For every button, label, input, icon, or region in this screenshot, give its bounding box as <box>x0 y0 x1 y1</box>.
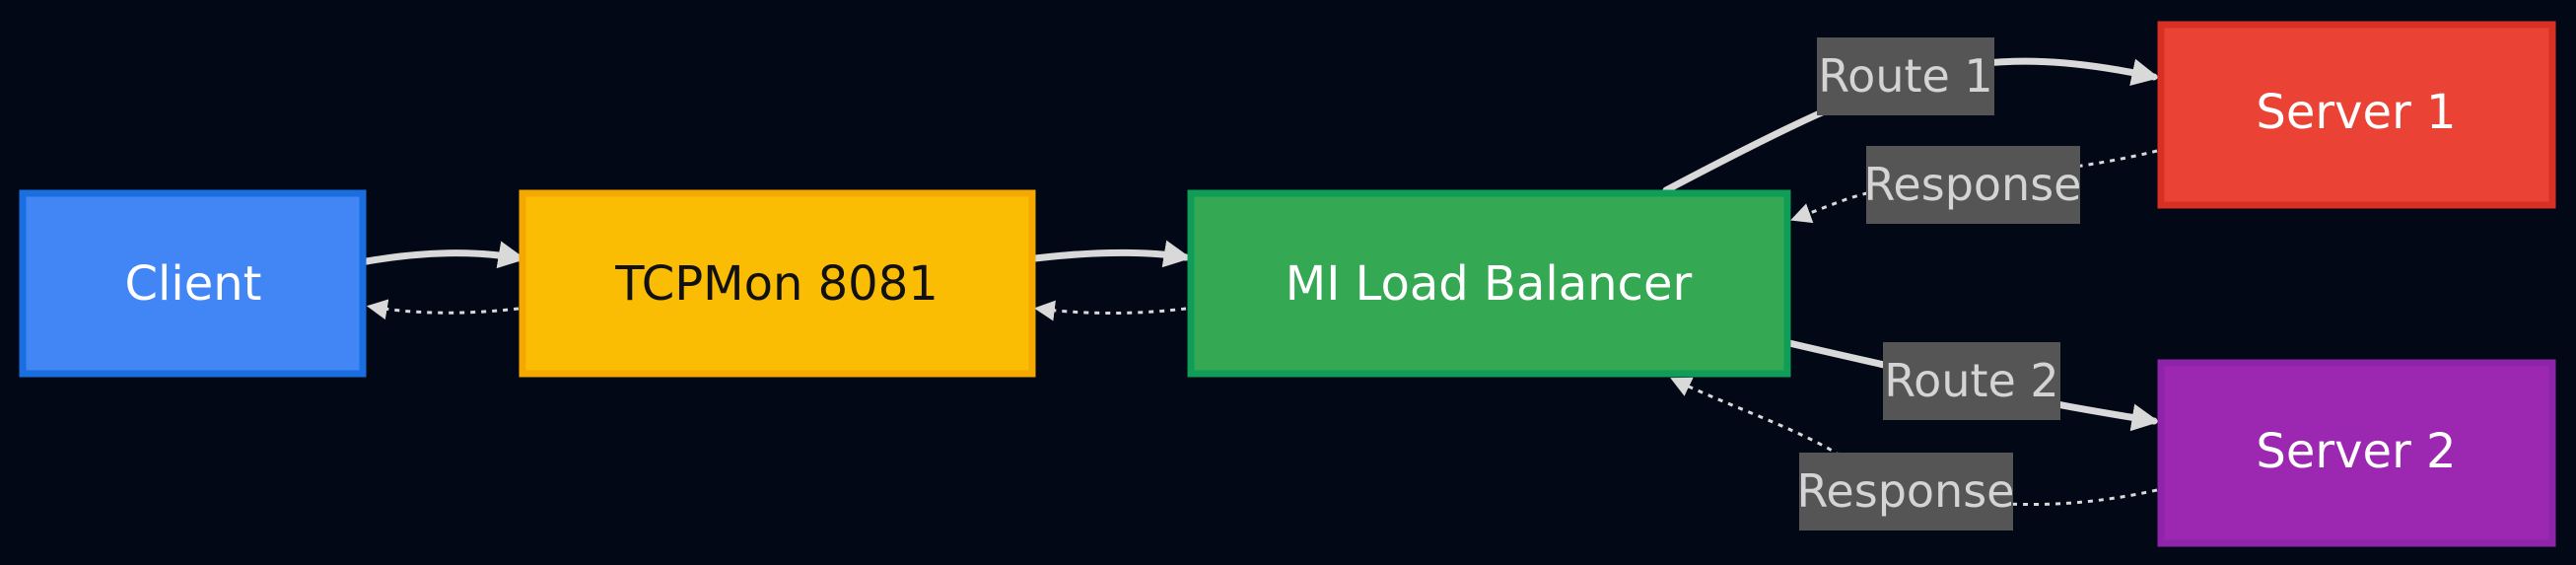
edge-label-response1-text: Response <box>1864 158 2082 211</box>
edge-label-route2-text: Route 2 <box>1884 354 2058 407</box>
node-server1[interactable]: Server 1 <box>2157 21 2556 209</box>
node-client-label: Client <box>125 256 262 312</box>
edge-label-route1: Route 1 <box>1817 37 1994 115</box>
edge-label-response1: Response <box>1864 146 2082 224</box>
edge-lb-to-tcpmon <box>1033 300 1187 321</box>
node-lb-label: MI Load Balancer <box>1286 256 1693 312</box>
edge-client-to-tcpmon <box>363 241 526 269</box>
node-server1-label: Server 1 <box>2256 85 2456 140</box>
node-server2-label: Server 2 <box>2256 424 2456 479</box>
node-tcpmon[interactable]: TCPMon 8081 <box>519 189 1036 378</box>
edge-tcpmon-to-client <box>366 299 520 320</box>
edge-label-response2: Response <box>1797 453 2015 530</box>
edge-labels: Route 1 Response Route 2 Response <box>1797 37 2082 530</box>
edge-label-response2-text: Response <box>1797 464 2015 518</box>
nodes: Client TCPMon 8081 MI Load Balancer Serv… <box>19 21 2556 547</box>
edge-label-route1-text: Route 1 <box>1818 49 1992 103</box>
edge-label-route2: Route 2 <box>1883 342 2060 420</box>
node-server2[interactable]: Server 2 <box>2157 359 2556 547</box>
node-lb[interactable]: MI Load Balancer <box>1187 189 1791 378</box>
node-tcpmon-label: TCPMon 8081 <box>614 256 939 312</box>
edge-tcpmon-to-lb <box>1031 240 1192 268</box>
node-client[interactable]: Client <box>19 189 367 378</box>
